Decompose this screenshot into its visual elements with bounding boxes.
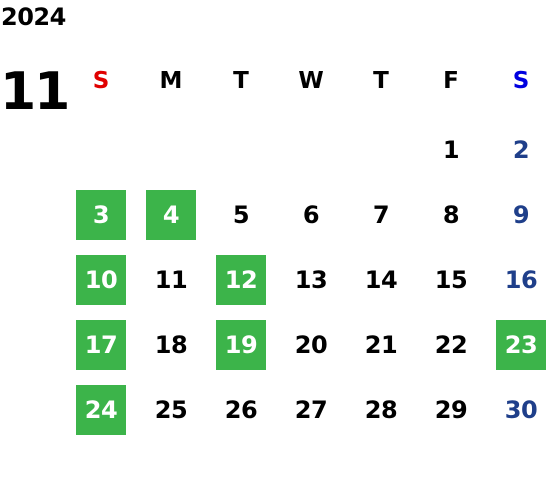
calendar-day: 6 xyxy=(302,201,320,229)
calendar-day: 11 xyxy=(154,266,188,294)
calendar-day: 14 xyxy=(364,266,398,294)
calendar-day: 20 xyxy=(294,331,328,359)
calendar-day: 21 xyxy=(364,331,398,359)
calendar-day: 1 xyxy=(442,136,460,164)
calendar-day: 26 xyxy=(224,396,258,424)
calendar-day: 2 xyxy=(512,136,530,164)
calendar-day: 30 xyxy=(504,396,538,424)
weekday-header-saturday: S xyxy=(512,68,530,94)
weekday-header-sunday: S xyxy=(92,68,110,94)
weekday-header-wednesday: W xyxy=(298,68,324,94)
month-number: 11 xyxy=(0,62,70,122)
calendar-day: 18 xyxy=(154,331,188,359)
calendar-day-highlighted: 3 xyxy=(76,190,126,240)
calendar-day: 5 xyxy=(232,201,250,229)
calendar-day: 28 xyxy=(364,396,398,424)
calendar-day-highlighted: 10 xyxy=(76,255,126,305)
calendar-day-highlighted: 19 xyxy=(216,320,266,370)
calendar-day: 25 xyxy=(154,396,188,424)
calendar-day-highlighted: 24 xyxy=(76,385,126,435)
calendar-day-highlighted: 23 xyxy=(496,320,546,370)
calendar-day: 16 xyxy=(504,266,538,294)
calendar-day: 9 xyxy=(512,201,530,229)
calendar-day: 7 xyxy=(372,201,390,229)
calendar-day-highlighted: 12 xyxy=(216,255,266,305)
calendar-day-highlighted: 4 xyxy=(146,190,196,240)
weekday-header-monday: M xyxy=(159,68,183,94)
calendar-day: 29 xyxy=(434,396,468,424)
calendar-day: 15 xyxy=(434,266,468,294)
calendar-day: 27 xyxy=(294,396,328,424)
weekday-header-thursday: T xyxy=(373,68,389,94)
weekday-header-friday: F xyxy=(443,68,459,94)
year-label: 2024 xyxy=(1,3,66,31)
calendar-day: 8 xyxy=(442,201,460,229)
weekday-header-tuesday: T xyxy=(233,68,249,94)
calendar-day-highlighted: 17 xyxy=(76,320,126,370)
calendar-day: 22 xyxy=(434,331,468,359)
calendar-day: 13 xyxy=(294,266,328,294)
